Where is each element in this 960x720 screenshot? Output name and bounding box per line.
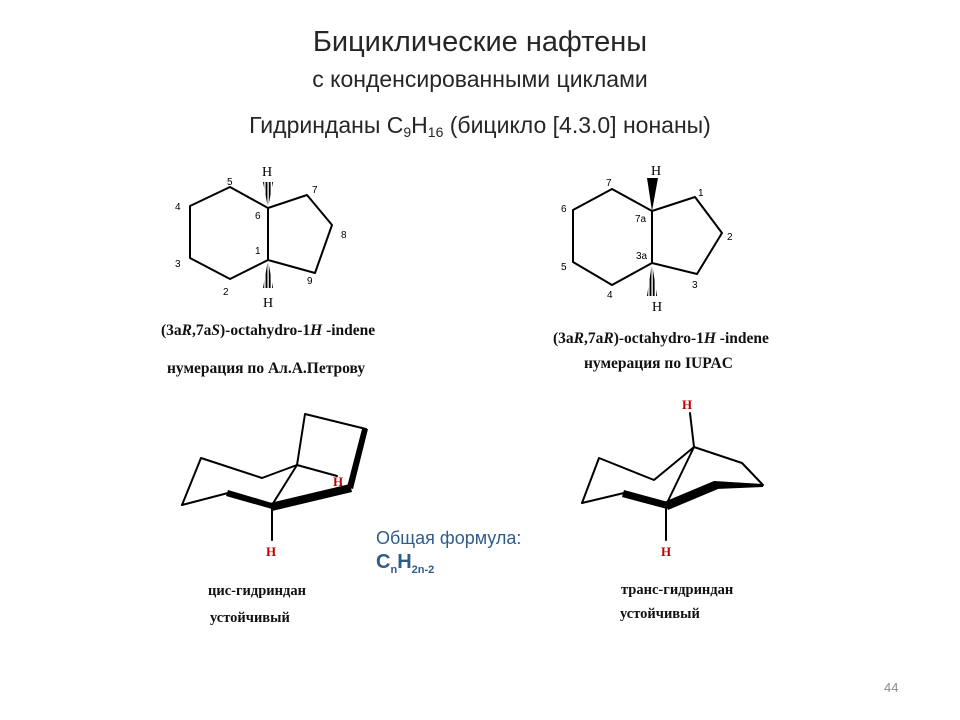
slide-subtitle: Гидринданы С9Н16 (бицикло [4.3.0] нонаны… — [0, 112, 960, 139]
trans-front-bold-3 — [714, 481, 763, 489]
left-numbering-note: нумерация по Ал.А.Петрову — [167, 360, 366, 377]
hydrogen-label: H — [682, 397, 692, 412]
right-hashed-wedge-bottom — [647, 263, 657, 296]
atom-number: 7a — [635, 214, 647, 225]
page-number: 44 — [884, 680, 899, 695]
atom-number: 7 — [606, 178, 612, 189]
general-formula-expression: CnH2n-2 — [376, 551, 521, 576]
trans-bond-to-h-top — [689, 412, 695, 448]
atom-number: 1 — [255, 246, 261, 257]
formula-part: C — [376, 551, 391, 573]
name-part: R — [603, 330, 614, 347]
name-part: -indene — [322, 322, 376, 339]
slide-title-line1: Бициклические нафтены — [312, 26, 648, 58]
right-six-ring — [572, 188, 653, 286]
name-part: S — [211, 322, 221, 339]
name-part: )-octahydro-1 — [220, 322, 311, 339]
name-part: R — [573, 330, 585, 347]
left-structure — [189, 182, 333, 288]
subtitle-subscript: 16 — [427, 124, 444, 140]
left-hashed-wedge-top — [263, 182, 273, 208]
cis-bold-edge — [347, 429, 368, 489]
atom-number: 5 — [227, 177, 233, 188]
hydrogen-label: H — [263, 296, 273, 311]
cis-bridge-bond — [271, 464, 298, 506]
subtitle-text: Н — [411, 112, 428, 138]
hydrogen-label: H — [652, 300, 662, 315]
atom-number: 5 — [561, 262, 567, 273]
atom-number: 2 — [223, 287, 229, 298]
name-part: (3a — [161, 322, 182, 339]
trans-ring-back — [581, 446, 764, 504]
slide-title-line2: с конденсированными циклами — [312, 66, 648, 92]
formula-part: 2n-2 — [411, 564, 435, 576]
formula-part: H — [397, 551, 412, 573]
name-part: -indene — [715, 330, 769, 347]
right-solid-wedge-top — [647, 178, 658, 211]
subtitle-subscript: 9 — [403, 124, 412, 140]
atom-number: 9 — [307, 276, 313, 287]
trans-front-bold-1 — [622, 490, 668, 509]
left-compound-name: (3aR,7aS)-octahydro-1H -indene — [161, 322, 375, 340]
subtitle-text: (бицикло [4.3.0] нонаны) — [443, 112, 711, 138]
general-formula-label: Общая формула: — [376, 528, 522, 548]
name-part: (3a — [553, 330, 574, 347]
right-compound-name: (3aR,7aR)-octahydro-1H -indene — [553, 330, 769, 348]
name-part: H — [703, 330, 716, 347]
cis-front-bold-2 — [270, 484, 352, 511]
name-part: R — [181, 322, 193, 339]
hydrogen-label: H — [651, 164, 661, 179]
trans-front-bold-2 — [664, 481, 718, 510]
name-part: ,7a — [192, 322, 212, 339]
left-five-ring — [267, 194, 333, 274]
hydrogen-label: H — [333, 474, 343, 489]
hydrogen-label: H — [661, 544, 671, 559]
atom-number: 2 — [727, 232, 733, 243]
cis-stability: устойчивый — [210, 610, 290, 626]
formula-part: n — [390, 564, 398, 576]
trans-bridge-bond — [665, 446, 695, 506]
atom-number: 4 — [607, 290, 613, 301]
atom-number: 3a — [636, 251, 648, 262]
subtitle-text: Гидринданы С — [249, 112, 404, 138]
cis-ring-back — [181, 457, 298, 506]
atom-number: 6 — [561, 204, 567, 215]
left-hashed-wedge-bottom — [263, 260, 273, 288]
name-part: )-octahydro-1 — [613, 330, 704, 347]
atom-number: 3 — [175, 259, 181, 270]
trans-label: транс-гидриндан — [621, 582, 734, 598]
right-structure — [572, 178, 723, 296]
atom-number: 4 — [175, 202, 181, 213]
left-six-ring — [189, 186, 269, 280]
right-five-ring — [651, 196, 723, 275]
general-formula: Общая формула: CnH2n-2 — [376, 528, 522, 576]
name-part: ,7a — [584, 330, 604, 347]
cis-label: цис-гидриндан — [208, 583, 306, 599]
atom-number: 3 — [692, 280, 698, 291]
atom-number: 1 — [698, 188, 704, 199]
hydrogen-label: H — [266, 544, 276, 559]
atom-number: 7 — [312, 185, 318, 196]
cis-bond-to-h — [296, 464, 338, 477]
name-part: H — [310, 322, 323, 339]
atom-number: 6 — [255, 211, 261, 222]
trans-stability: устойчивый — [620, 606, 700, 622]
hydrogen-label: H — [262, 165, 272, 180]
atom-number: 8 — [341, 230, 347, 241]
right-numbering-note: нумерация по IUPAC — [584, 355, 733, 372]
cis-front-bold-1 — [226, 490, 272, 509]
cis-front-thin — [181, 492, 229, 506]
cis-conformer-drawing — [181, 413, 368, 541]
trans-conformer-drawing — [581, 412, 764, 541]
trans-front-thin — [581, 492, 625, 504]
